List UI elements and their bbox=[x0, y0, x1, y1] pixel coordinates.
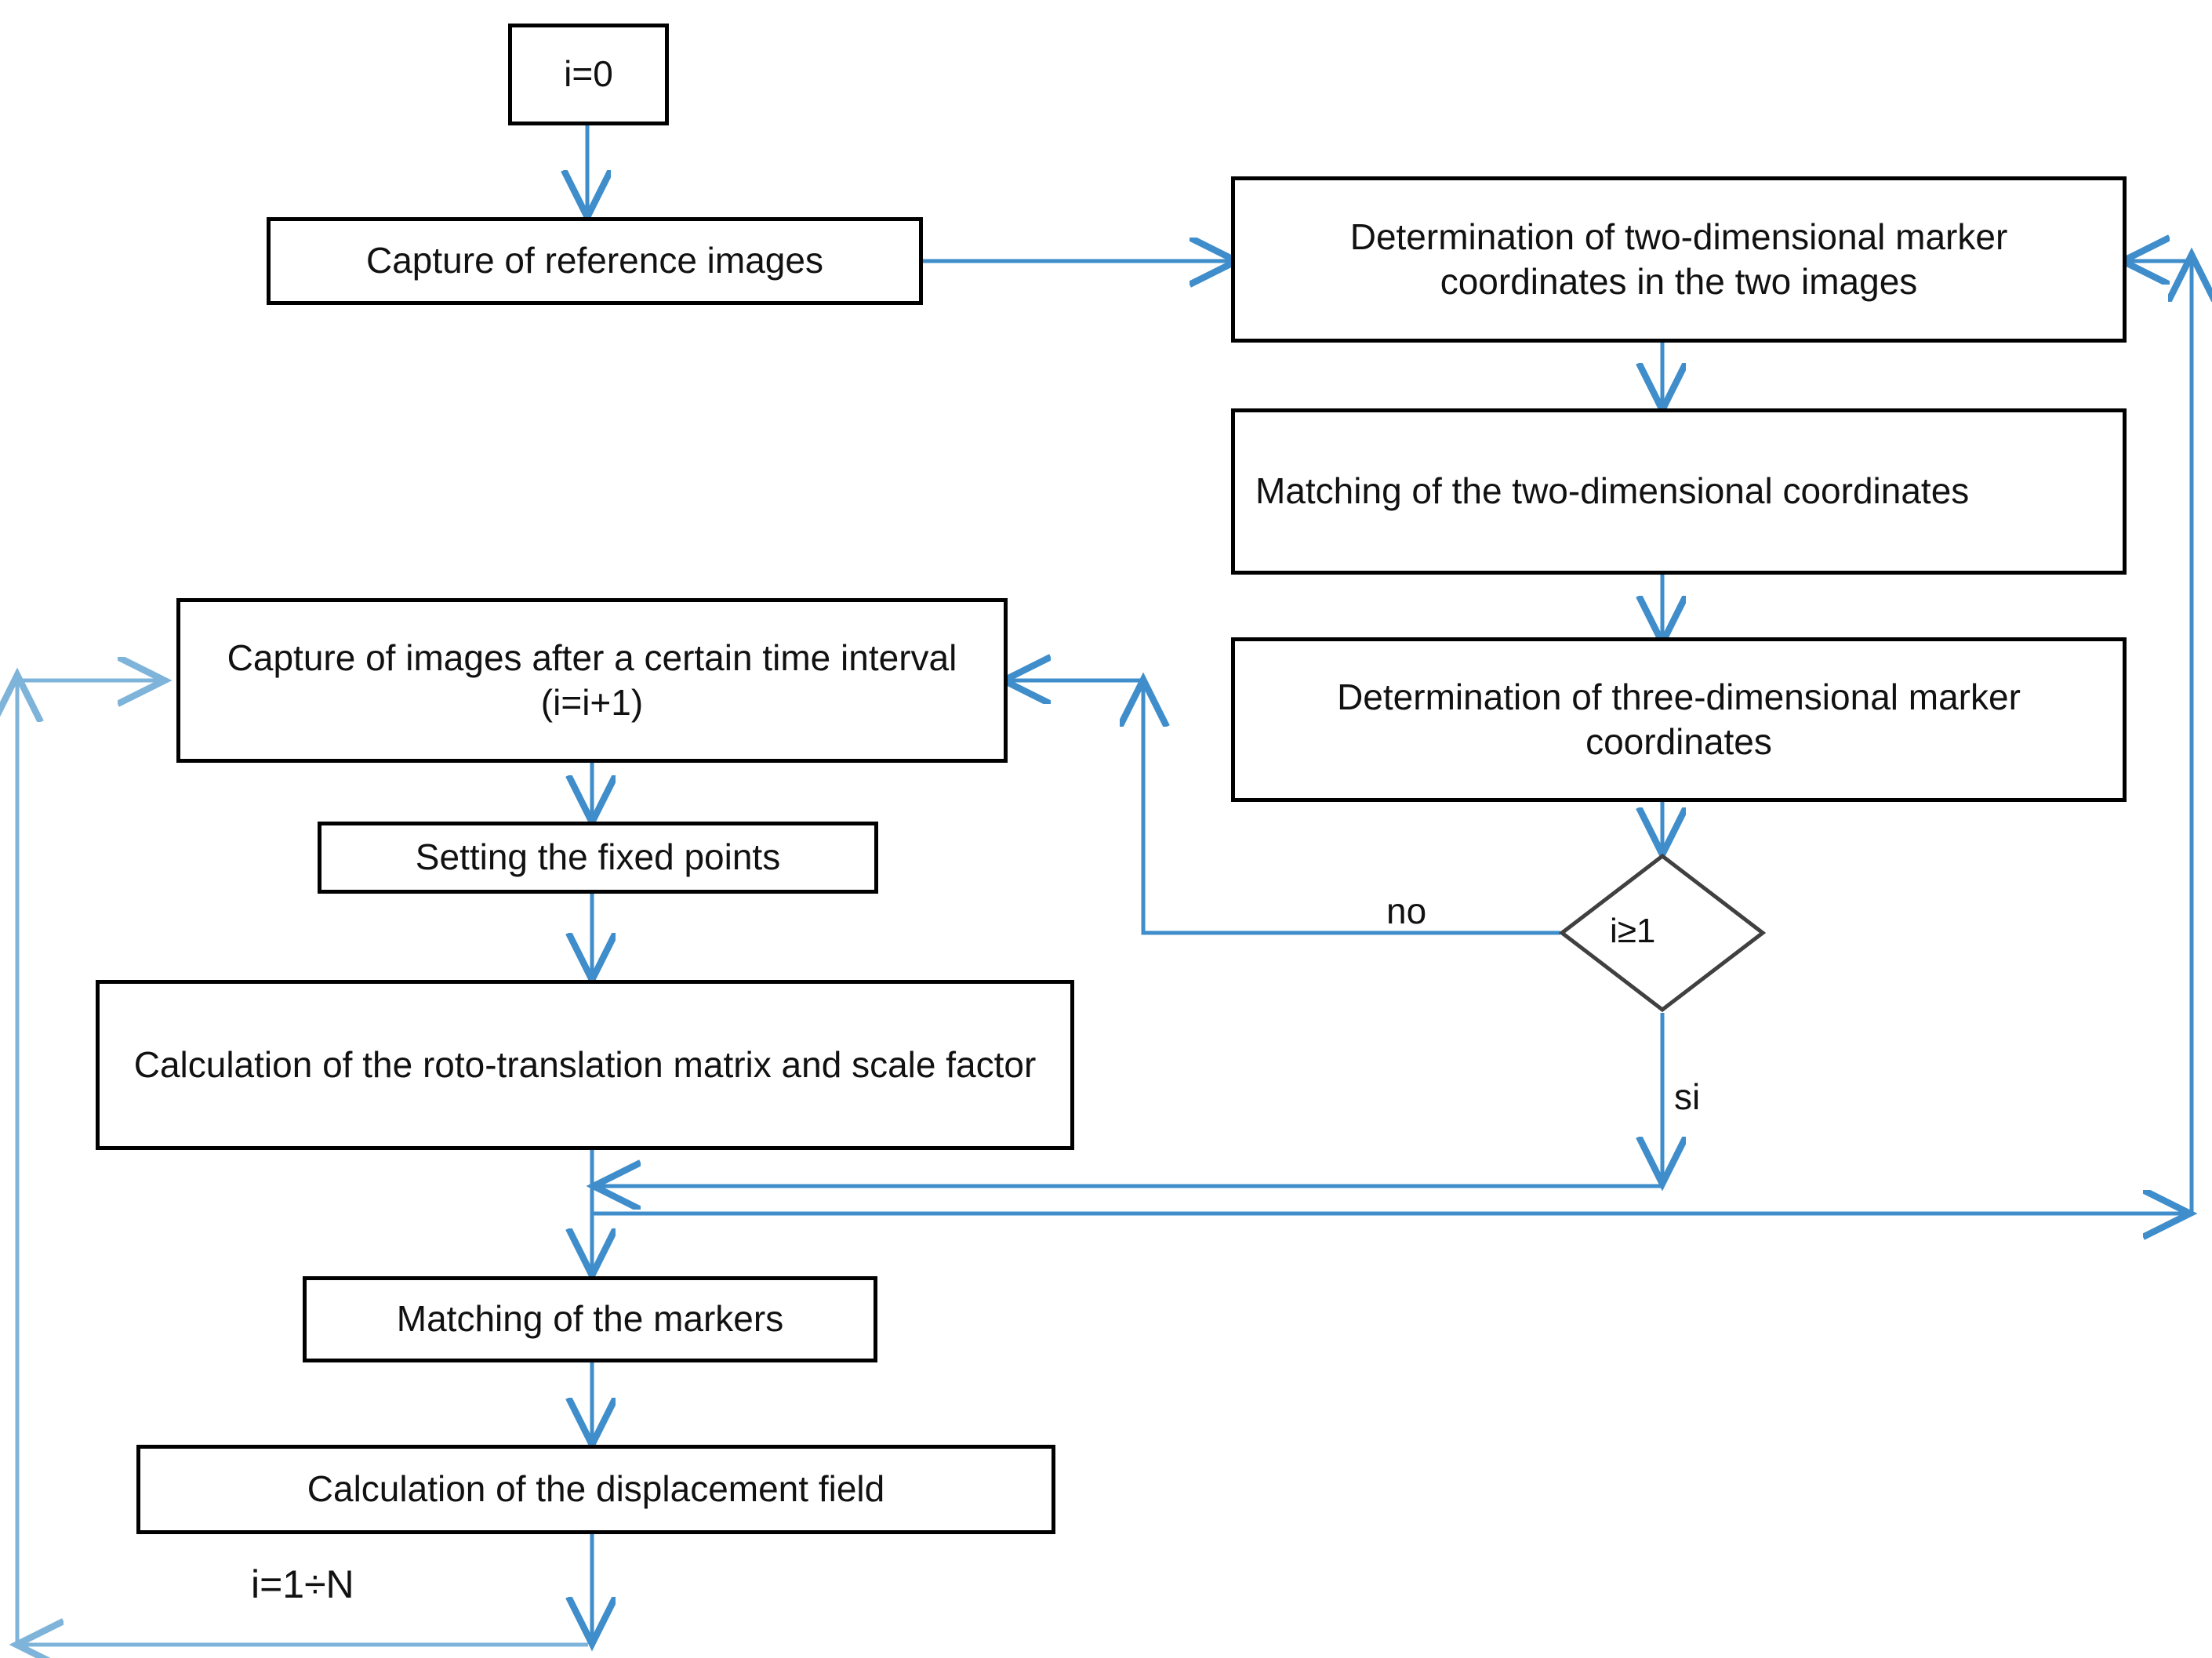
node-calculation-displacement-field-label: Calculation of the displacement field bbox=[307, 1468, 885, 1510]
node-init-label: i=0 bbox=[564, 53, 613, 95]
node-roto-translation-matrix-label: Calculation of the roto-translation matr… bbox=[133, 1043, 1037, 1085]
node-init[interactable]: i=0 bbox=[508, 24, 669, 125]
node-capture-images-time-interval-label: Capture of images after a certain time i… bbox=[227, 637, 957, 724]
node-matching-markers[interactable]: Matching of the markers bbox=[303, 1276, 877, 1362]
node-determination-2d-coordinates-label: Determination of two-dimensional marker … bbox=[1349, 216, 2008, 303]
node-roto-translation-matrix[interactable]: Calculation of the roto-translation matr… bbox=[96, 980, 1074, 1150]
node-calculation-displacement-field[interactable]: Calculation of the displacement field bbox=[136, 1445, 1055, 1534]
node-matching-markers-label: Matching of the markers bbox=[396, 1298, 784, 1340]
decision-diamond-i-ge-1[interactable] bbox=[1559, 853, 1766, 1013]
loop-counter-label: i=1÷N bbox=[251, 1562, 354, 1606]
node-setting-fixed-points[interactable]: Setting the fixed points bbox=[318, 822, 878, 894]
node-capture-reference-images-label: Capture of reference images bbox=[366, 240, 823, 281]
node-matching-2d-coordinates-label: Matching of the two-dimensional coordina… bbox=[1255, 470, 1970, 512]
node-capture-reference-images[interactable]: Capture of reference images bbox=[267, 217, 923, 305]
edge-label-no: no bbox=[1386, 891, 1427, 931]
node-setting-fixed-points-label: Setting the fixed points bbox=[415, 836, 781, 878]
node-determination-3d-coordinates[interactable]: Determination of three-dimensional marke… bbox=[1231, 637, 2127, 802]
node-determination-2d-coordinates[interactable]: Determination of two-dimensional marker … bbox=[1231, 176, 2127, 343]
node-capture-images-time-interval[interactable]: Capture of images after a certain time i… bbox=[176, 598, 1008, 763]
node-matching-2d-coordinates[interactable]: Matching of the two-dimensional coordina… bbox=[1231, 408, 2127, 575]
decision-diamond-label: i≥1 bbox=[1610, 912, 1656, 950]
node-determination-3d-coordinates-label: Determination of three-dimensional marke… bbox=[1337, 676, 2021, 763]
edge-label-si: si bbox=[1674, 1076, 1701, 1117]
edge-right-riser-up bbox=[2127, 261, 2194, 1214]
